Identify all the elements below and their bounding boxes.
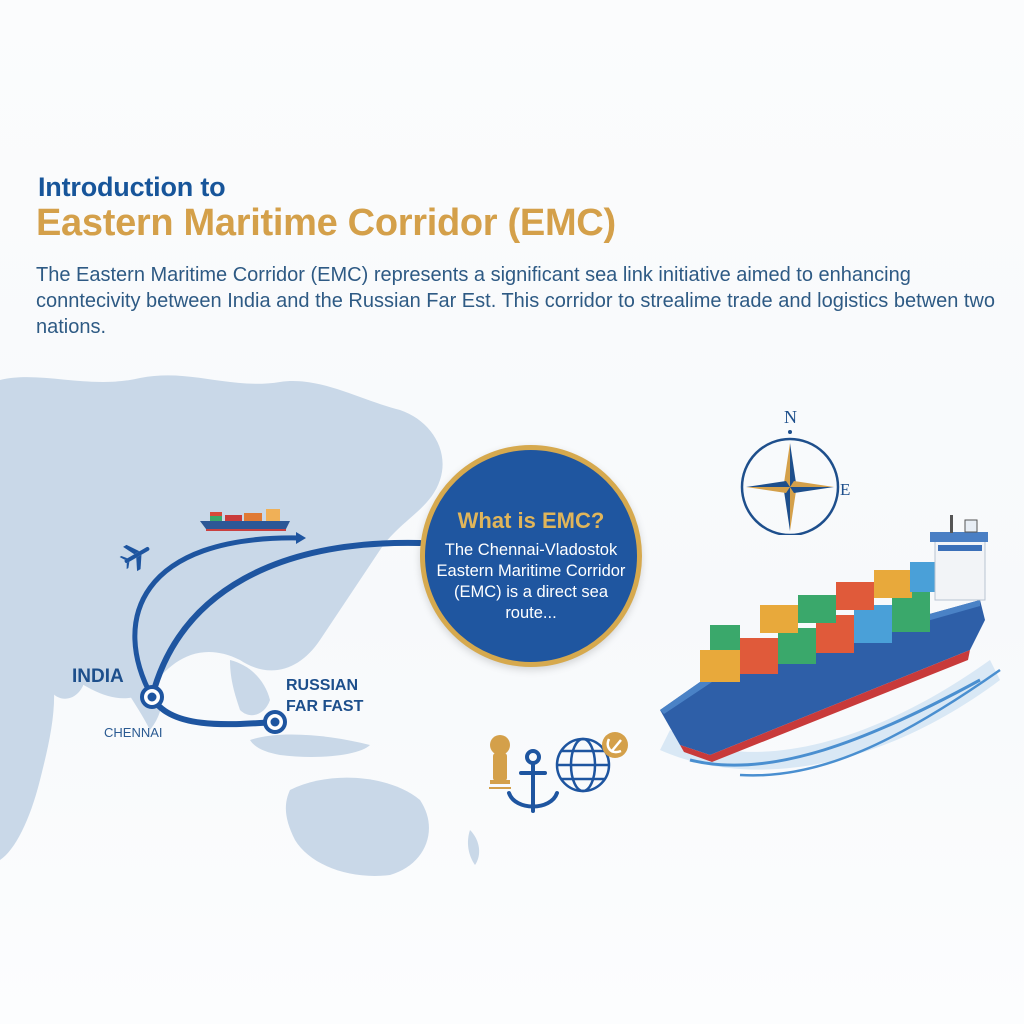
- airplane-icon: [119, 544, 150, 572]
- page-title-line2: Eastern Maritime Corridor (EMC): [36, 202, 616, 244]
- globe-icon: [555, 737, 611, 793]
- route-arrow-icon: [296, 532, 306, 544]
- world-map: [0, 375, 480, 876]
- india-emblem-icon: [489, 735, 511, 789]
- compass-north-label: N: [784, 407, 797, 427]
- russian-far-east-pin-icon: [263, 710, 287, 734]
- compass-east-label: E: [840, 480, 850, 499]
- land-masses: [0, 375, 480, 876]
- compass-rose-icon: N E: [740, 407, 850, 535]
- russian-far-east-line2: FAR FAST: [286, 698, 364, 715]
- russian-far-east-line1: RUSSIAN: [286, 677, 359, 694]
- what-is-emc-callout: What is EMC? The Chennai-Vladostok Easte…: [420, 445, 642, 667]
- route-lines: [132, 535, 423, 728]
- india-label: INDIA: [72, 666, 124, 687]
- intro-paragraph: The Eastern Maritime Corridor (EMC) repr…: [36, 264, 995, 338]
- chennai-pin-icon: [140, 685, 164, 709]
- emblem-icons-group: [489, 732, 628, 813]
- chennai-label: CHENNAI: [104, 725, 163, 740]
- callout-text: The Chennai-Vladostok Eastern Maritime C…: [436, 541, 626, 622]
- container-ship-illustration: [660, 515, 1001, 777]
- hammer-sickle-badge-icon: [602, 732, 628, 758]
- cargo-ship-icon: [200, 509, 290, 531]
- page-title-line1: Introduction to: [38, 172, 226, 202]
- russian-far-east-label: RUSSIAN FAR FAST: [286, 675, 363, 717]
- callout-title: What is EMC?: [457, 508, 605, 533]
- anchor-icon: [507, 749, 559, 813]
